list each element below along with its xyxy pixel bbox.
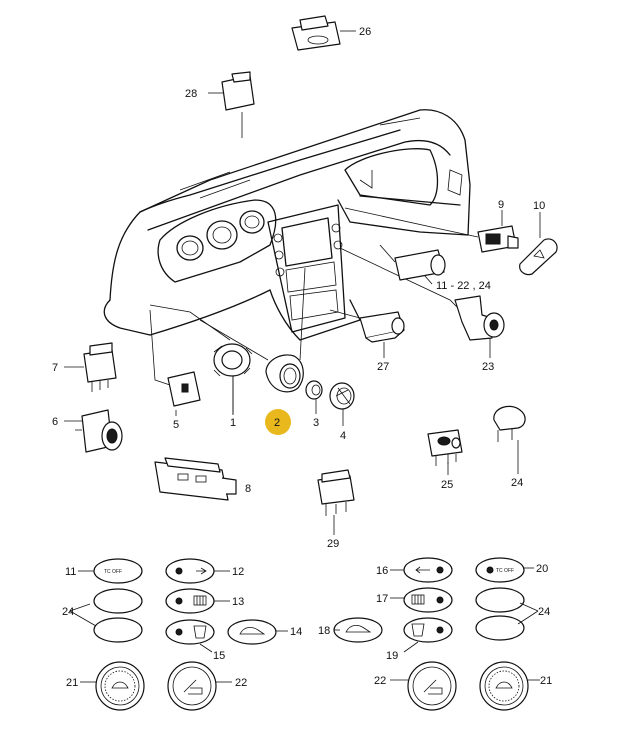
callout-5: 5 (173, 419, 179, 431)
callout-20: 20 (536, 563, 548, 575)
callout-28: 28 (185, 88, 197, 100)
part-1-light-switch (213, 343, 253, 377)
callout-9: 9 (498, 199, 504, 211)
callout-29: 29 (327, 538, 339, 550)
part-28-relay (208, 71, 255, 111)
callout-17: 17 (376, 593, 388, 605)
part-6-switch (64, 409, 123, 453)
callout-14: 14 (290, 626, 302, 638)
part-25-switch (427, 429, 463, 466)
callout-1: 1 (230, 417, 236, 429)
callout-16: 16 (376, 565, 388, 577)
button-11-text: TC OFF (104, 569, 122, 575)
callout-4: 4 (340, 430, 346, 442)
part-8-switch-panel (154, 457, 237, 501)
button-16 (390, 557, 453, 583)
callout-12: 12 (232, 566, 244, 578)
leader-lines (149, 112, 519, 535)
callout-22-right: 22 (374, 675, 386, 687)
callout-22-left: 22 (235, 677, 247, 689)
part-7-switch (64, 342, 117, 392)
button-22-right (390, 661, 457, 711)
callout-2: 2 (274, 417, 280, 429)
button-24-left-b (69, 603, 143, 643)
button-20 (475, 557, 534, 583)
button-22-left (167, 661, 232, 711)
part-24-blank-cap (493, 405, 526, 442)
callout-26: 26 (359, 26, 371, 38)
button-21-right (479, 661, 540, 711)
callout-6: 6 (52, 416, 58, 428)
callout-10: 10 (533, 200, 545, 212)
callout-21-right: 21 (540, 675, 552, 687)
part-5-switch (167, 371, 201, 407)
button-24-right-a (475, 587, 525, 613)
callout-15: 15 (213, 650, 225, 662)
button-13 (165, 588, 230, 614)
button-14 (227, 619, 288, 645)
callout-3: 3 (313, 417, 319, 429)
part-11-22-24-switch (394, 249, 446, 285)
callout-7: 7 (52, 362, 58, 374)
callout-2-highlight (265, 409, 291, 435)
part-26-switch (291, 15, 356, 51)
button-11 (78, 558, 143, 584)
button-15 (165, 619, 215, 653)
callout-18: 18 (318, 625, 330, 637)
button-18 (333, 617, 383, 643)
callout-13: 13 (232, 596, 244, 608)
part-29-switch (317, 469, 355, 516)
dashboard-assembly (103, 109, 471, 341)
callout-23: 23 (482, 361, 494, 373)
part-4-knob (329, 382, 355, 410)
button-21-left (80, 661, 145, 711)
callout-8: 8 (245, 483, 251, 495)
button-20-text: TC OFF (496, 568, 514, 574)
button-24-left-a (93, 588, 143, 614)
button-17 (390, 587, 453, 613)
part-23-ignition-lock (454, 295, 505, 341)
button-24-right-b (475, 602, 539, 641)
callout-19: 19 (386, 650, 398, 662)
part-2-bezel (265, 354, 304, 393)
part-9-switch (477, 210, 519, 253)
callout-24-cap: 24 (511, 477, 523, 489)
button-19 (403, 617, 453, 653)
callout-11: 11 (65, 566, 76, 578)
callout-24-left: 24 (62, 606, 74, 618)
part-10-hazard-button (519, 212, 558, 276)
callout-27: 27 (377, 361, 389, 373)
button-12 (165, 558, 230, 584)
callout-21-left: 21 (66, 677, 78, 689)
part-27-switch (359, 311, 405, 343)
callout-25: 25 (441, 479, 453, 491)
part-3-nut (305, 380, 323, 400)
callout-24-right: 24 (538, 606, 550, 618)
callout-11-22-24: 11 - 22 , 24 (436, 280, 491, 292)
